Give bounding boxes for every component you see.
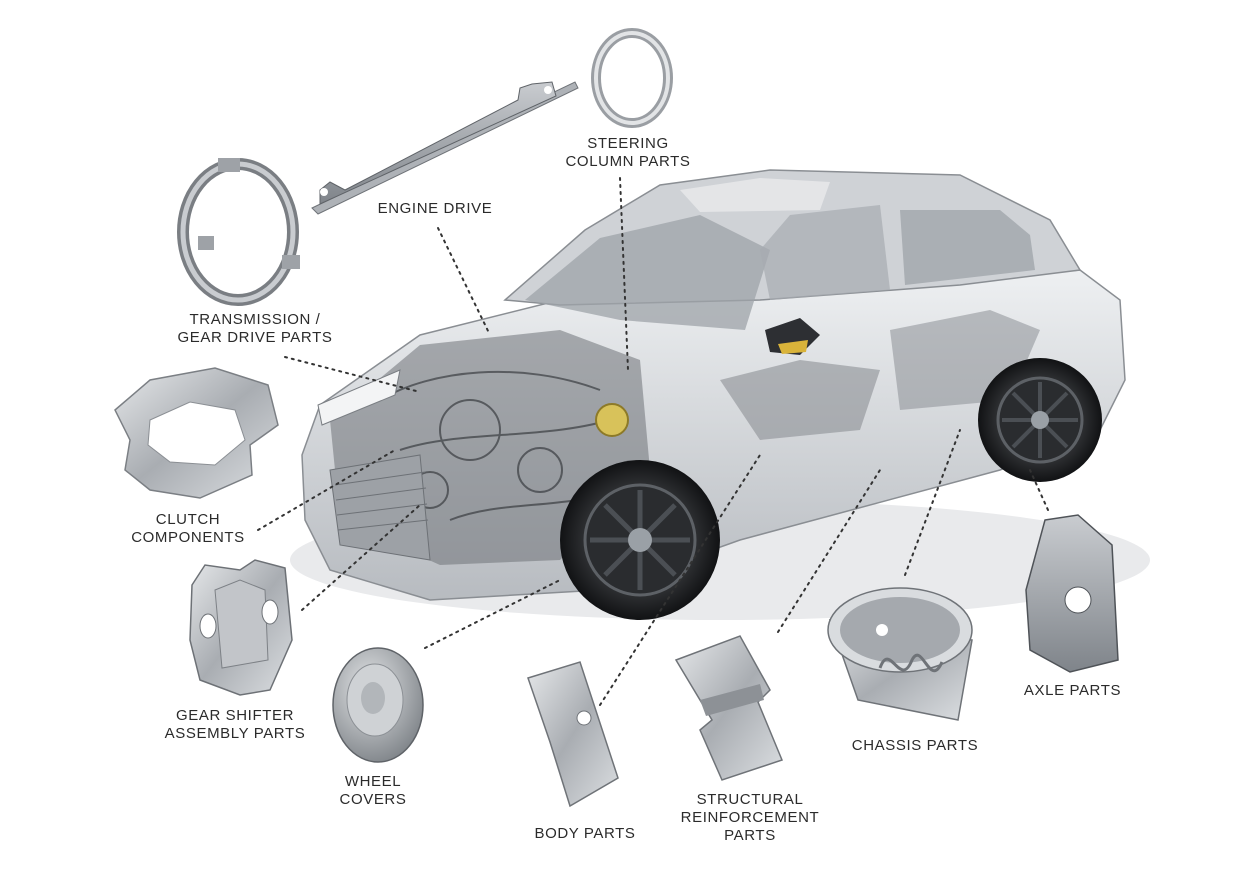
leader-steering — [619, 177, 629, 371]
gear-shifter-bracket-part — [189, 559, 293, 696]
leader-clutch — [257, 449, 396, 531]
wheel-cover-part — [332, 647, 424, 763]
label-chassis-parts: CHASSIS PARTS — [851, 737, 979, 754]
structural-reinforcement-part — [674, 635, 784, 781]
leader-gear-shifter — [301, 504, 421, 611]
leader-transmission — [284, 356, 421, 393]
car-illustration — [290, 169, 1150, 620]
clutch-component-part — [114, 367, 279, 499]
body-part-plate — [527, 661, 619, 808]
label-steering-column-parts: STEERING COLUMN PARTS — [565, 135, 691, 170]
steering-ring-part — [591, 28, 673, 128]
engine-drive-rail-part — [311, 81, 579, 215]
label-body-parts: BODY PARTS — [534, 825, 636, 842]
label-axle-parts: AXLE PARTS — [1023, 682, 1122, 699]
transmission-ring-part — [177, 158, 300, 306]
leader-engine-drive — [437, 227, 491, 336]
label-wheel-covers: WHEEL COVERS — [339, 773, 407, 808]
label-gear-shifter-assembly-parts: GEAR SHIFTER ASSEMBLY PARTS — [164, 707, 306, 742]
leader-chassis — [904, 429, 961, 576]
label-clutch-components: CLUTCH COMPONENTS — [131, 511, 245, 546]
chassis-bushing-part — [827, 587, 973, 721]
axle-plate-part — [1025, 514, 1119, 673]
leader-body-parts — [599, 454, 761, 706]
leader-axle — [1029, 469, 1049, 511]
label-engine-drive: ENGINE DRIVE — [377, 200, 493, 217]
label-structural-reinforcement-parts: STRUCTURAL REINFORCEMENT PARTS — [680, 791, 820, 844]
leader-wheel-covers — [424, 579, 561, 649]
label-transmission-gear-drive-parts: TRANSMISSION / GEAR DRIVE PARTS — [177, 311, 333, 346]
